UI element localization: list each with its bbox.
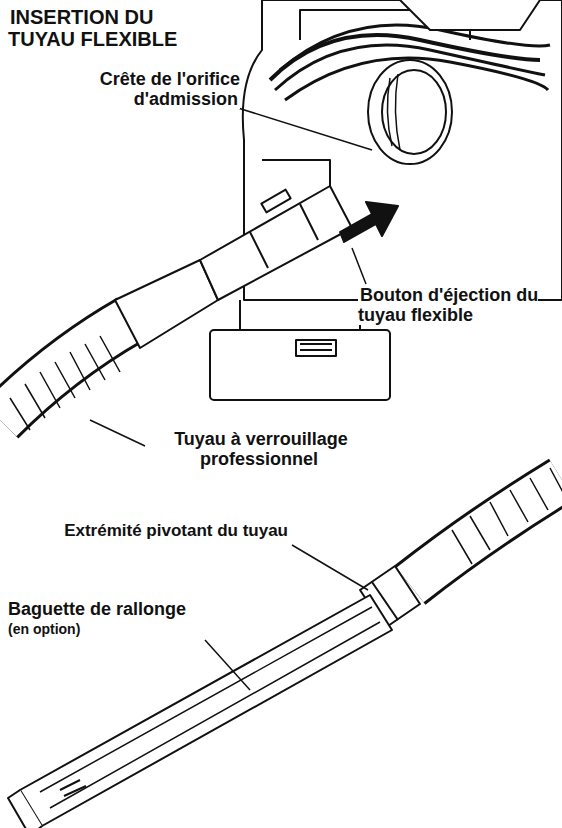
figure-title: INSERTION DU TUYAU FLEXIBLE [8, 6, 208, 50]
text-patch: (en option) [6, 621, 82, 637]
text-patch: Tuyau à verrouillage professionnel [172, 429, 348, 469]
note-label: (en option) [6, 622, 226, 637]
text-patch: Bouton d'éjection du tuyau flexible [358, 285, 538, 325]
part-label: Baguette de rallonge [6, 600, 226, 620]
part-label: Extrémité pivotant du tuyau [30, 522, 290, 541]
part-label: Tuyau à verrouillage professionnel [140, 430, 380, 470]
part-label: Bouton d'éjection du tuyau flexible [358, 286, 558, 326]
text-patch: Crête de l'orifice d'admission [98, 69, 240, 109]
part-label: Crête de l'orifice d'admission [40, 70, 240, 110]
text-patch: Baguette de rallonge [6, 599, 188, 619]
text-patch: INSERTION DU TUYAU FLEXIBLE [8, 6, 179, 50]
text-patch: Extrémité pivotant du tuyau [62, 521, 290, 540]
